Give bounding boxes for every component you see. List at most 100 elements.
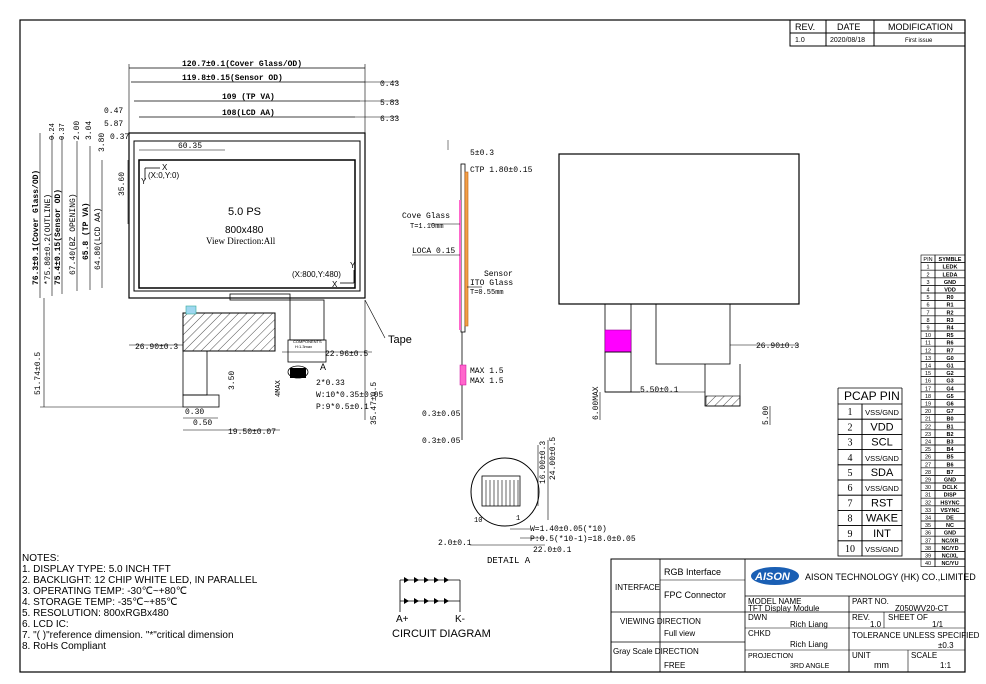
pin-number: 15 bbox=[925, 371, 931, 377]
pin-symbol: B3 bbox=[946, 440, 953, 446]
dim-left-3-80: 3.80 bbox=[98, 133, 107, 152]
scale-label: SCALE bbox=[911, 651, 937, 660]
dim-left-5-87: 5.87 bbox=[104, 120, 123, 129]
pin-number: 28 bbox=[925, 470, 931, 476]
pin-number: 21 bbox=[925, 417, 931, 423]
pin-symbol: G2 bbox=[946, 371, 953, 377]
note-1: 1. DISPLAY TYPE: 5.0 INCH TFT bbox=[22, 564, 171, 575]
circuit-cathode: K- bbox=[455, 614, 465, 625]
dim-left-0-47: 0.47 bbox=[104, 107, 123, 116]
note-8: 8. RoHs Compliant bbox=[22, 641, 106, 652]
view-direction: View Direction:All bbox=[206, 236, 276, 246]
pin-number: 4 bbox=[926, 288, 929, 294]
side-cove-glass: Cove Glass bbox=[402, 212, 450, 221]
pin-number: 14 bbox=[925, 364, 931, 370]
pin-number: 5 bbox=[926, 295, 929, 301]
pin-number: 17 bbox=[925, 386, 931, 392]
pin-symbol: G5 bbox=[946, 394, 953, 400]
pin-number: 6 bbox=[926, 303, 929, 309]
aison-logo bbox=[751, 567, 799, 585]
notes: NOTES: 1. DISPLAY TYPE: 5.0 INCH TFT 2. … bbox=[22, 553, 258, 652]
grayscale-value: FREE bbox=[664, 661, 685, 670]
detail-a-labels: DETAIL A 16.00±0.3 24.00±0.5 W=1.40±0.05… bbox=[438, 437, 636, 566]
dim-pitch-1: 2*0.33 bbox=[316, 379, 345, 388]
dim-cover-glass: 120.7±0.1(Cover Glass/OD) bbox=[182, 60, 302, 69]
pin-number: 3 bbox=[926, 280, 929, 286]
axis-y-label-end: Y bbox=[350, 261, 356, 270]
pcap-pin-number: 9 bbox=[848, 529, 853, 540]
pin-number: 11 bbox=[925, 341, 931, 347]
pin-symbol: R6 bbox=[946, 341, 953, 347]
pin-number: 2 bbox=[926, 272, 929, 278]
pin-number: 20 bbox=[925, 409, 931, 415]
pcap-pin-symbol: INT bbox=[873, 528, 891, 540]
pin-symbol: GND bbox=[944, 280, 956, 286]
pcap-pin-symbol: RST bbox=[871, 497, 893, 509]
pin-number: 39 bbox=[925, 554, 931, 560]
pcap-pin-symbol: VDD bbox=[870, 421, 893, 433]
model-name-label: MODEL NAME bbox=[748, 597, 802, 606]
dim-right-1: 0.43 bbox=[380, 80, 399, 89]
back-dim-6max: 6.00MAX bbox=[592, 386, 601, 420]
back-panel-outline bbox=[558, 153, 800, 305]
pin-symbol: G4 bbox=[946, 386, 954, 392]
pin-symbol: G6 bbox=[946, 402, 953, 408]
dim-left-0-37: 0.37 bbox=[110, 133, 129, 142]
rev-header: REV. bbox=[795, 22, 815, 32]
pin-number: 10 bbox=[925, 333, 931, 339]
pcap-pin-number: 5 bbox=[848, 468, 853, 479]
pin-number: 37 bbox=[925, 538, 931, 544]
sheet-value: 1/1 bbox=[932, 620, 944, 629]
side-sensor: Sensor bbox=[484, 270, 513, 279]
dim-60-35: 60.35 bbox=[178, 142, 202, 151]
pin-symbol: NC/XR bbox=[941, 538, 958, 544]
pin-number: 29 bbox=[925, 478, 931, 484]
dim-fpc-3-50: 3.50 bbox=[228, 371, 237, 390]
pin-symbol: NC/XL bbox=[942, 554, 959, 560]
pin-symbol: NC bbox=[946, 523, 954, 529]
side-max-2: MAX 1.5 bbox=[470, 377, 504, 386]
tolerance-value: ±0.3 bbox=[938, 641, 954, 650]
interface-value-2: FPC Connector bbox=[664, 590, 726, 600]
pin-number: 27 bbox=[925, 462, 931, 468]
end-label: (X:800,Y:480) bbox=[292, 270, 341, 279]
pin-number: 7 bbox=[926, 310, 929, 316]
interface-label: INTERFACE bbox=[615, 583, 660, 592]
side-cove-thickness: T=1.10mm bbox=[410, 223, 444, 231]
side-view bbox=[412, 140, 482, 440]
viewing-value: Full view bbox=[664, 629, 695, 638]
chkd-value: Rich Liang bbox=[790, 640, 828, 649]
pin-number: 33 bbox=[925, 508, 931, 514]
front-view bbox=[39, 64, 398, 431]
pin-symbol: R7 bbox=[946, 348, 953, 354]
pcap-pin-number: 4 bbox=[848, 453, 853, 464]
pin-symbol: DE bbox=[946, 516, 954, 522]
pin-symbol: GND bbox=[944, 478, 956, 484]
pin-number: 38 bbox=[925, 546, 931, 552]
detail-a-title: DETAIL A bbox=[487, 556, 531, 566]
pin-number: 8 bbox=[926, 318, 929, 324]
cover-glass-outline bbox=[128, 132, 366, 299]
pcap-pin-symbol: WAKE bbox=[866, 513, 898, 525]
detail-dim-2: 2.0±0.1 bbox=[438, 539, 472, 548]
pcap-pin-symbol: VSS/GND bbox=[865, 408, 899, 417]
detail-dim-16: 16.00±0.3 bbox=[539, 441, 548, 484]
fpc-tail bbox=[182, 312, 276, 352]
tolerance-label: TOLERANCE UNLESS SPECIFIED bbox=[852, 631, 980, 640]
side-dim-ctp: CTP 1.80±0.15 bbox=[470, 166, 533, 175]
logo-text: AISON bbox=[754, 571, 791, 583]
scale-value: 1:1 bbox=[940, 661, 952, 670]
origin-label: (X:0,Y:0) bbox=[148, 171, 179, 180]
dim-pitch-2: W:10*0.35±0.05 bbox=[316, 391, 383, 400]
pin-symbol: VSYNC bbox=[941, 508, 960, 514]
axis-x-label: X bbox=[162, 163, 168, 172]
pin-number: 13 bbox=[925, 356, 931, 362]
dim-v-bz: 67.40(BZ OPENING) bbox=[69, 193, 78, 275]
modification-header: MODIFICATION bbox=[888, 22, 953, 32]
dim-left-0-37b: 0.37 bbox=[59, 123, 67, 140]
pin-number: 34 bbox=[925, 516, 931, 522]
pin-number: 36 bbox=[925, 531, 931, 537]
dim-sensor-od: 119.8±0.15(Sensor OD) bbox=[182, 74, 283, 83]
dim-fpc-4max: 4MAX bbox=[275, 379, 283, 397]
